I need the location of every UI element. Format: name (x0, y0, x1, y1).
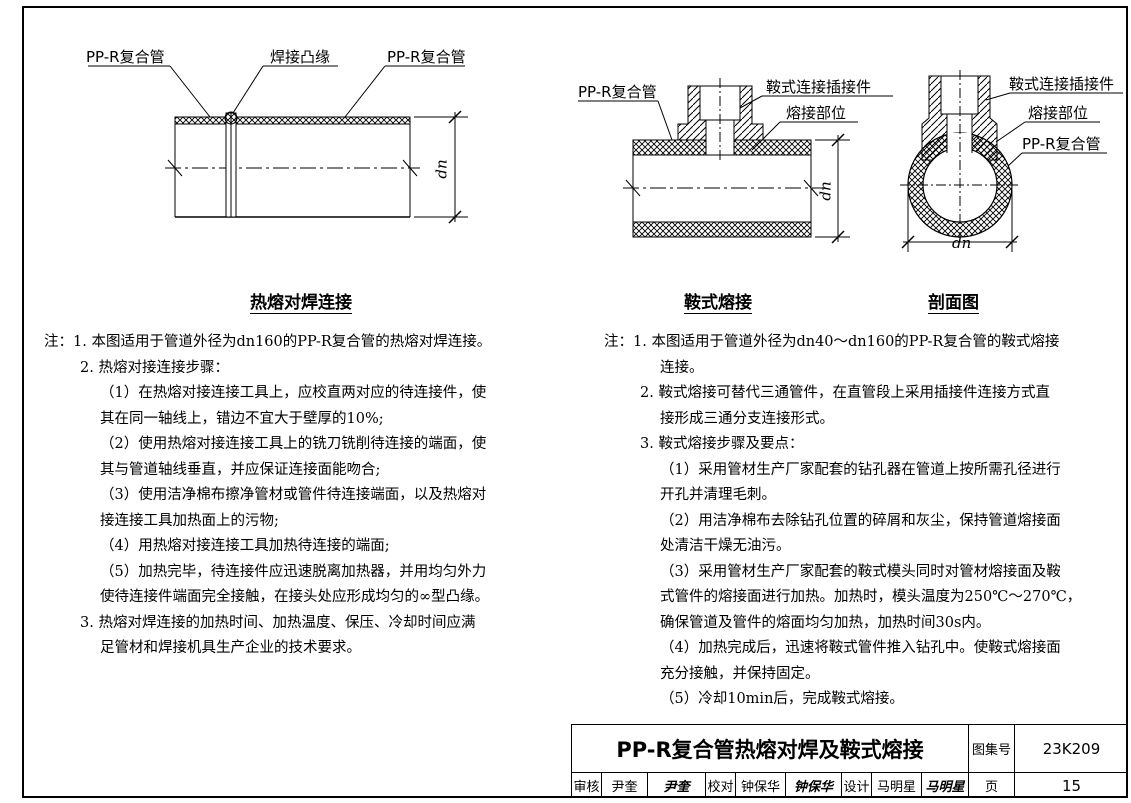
label-pipe-right: PP-R复合管 (387, 48, 466, 66)
caption-butt-fusion: 热熔对焊连接 (250, 293, 352, 313)
note-line: （3）使用洁净棉布擦净管材或管件待连接端面，以及热熔对 (100, 487, 487, 503)
cross-section-drawing (900, 70, 1123, 252)
note-line: 足管材和焊接机具生产企业的技术要求。 (100, 640, 361, 656)
note-line: 3. 鞍式熔接步骤及要点： (640, 436, 804, 452)
review-label: 审核 (571, 772, 601, 798)
note-line: 式管件的熔接面进行加热。加热时，模头温度为250℃～270℃， (660, 589, 1082, 605)
note-line: （4）用热熔对接连接工具加热待连接的端面; (100, 538, 390, 554)
note-line: 2. 热熔对接连接步骤： (80, 359, 229, 376)
butt-fusion-drawing (88, 65, 468, 224)
design-label: 设计 (841, 772, 871, 798)
note-line: 开孔并清理毛刺。 (660, 487, 776, 503)
label-weld-flange: 焊接凸缘 (270, 48, 331, 66)
note-line: （2）使用热熔对接连接工具上的铣刀铣削待连接的端面，使 (100, 436, 487, 452)
note-line: 接形成三通分支连接形式。 (660, 410, 834, 427)
dim-label-dn: dn (432, 159, 451, 179)
check-label: 校对 (705, 772, 735, 798)
label-weld-area: 熔接部位 (786, 104, 847, 122)
note-line: （5）冷却10min后，完成鞍式熔接。 (660, 691, 904, 707)
designer-name: 马明星 (871, 772, 921, 798)
label-pipe-left: PP-R复合管 (86, 48, 165, 66)
checker-name: 钟保华 (735, 772, 785, 798)
note-line: （1）采用管材生产厂家配套的钻孔器在管道上按所需孔径进行 (660, 461, 1061, 478)
note-line: 连接。 (660, 359, 704, 376)
note-line: 3. 热熔对焊连接的加热时间、加热温度、保压、冷却时间应满 (80, 614, 476, 631)
designer-signature: 马明星 (921, 772, 968, 798)
notes-left: 注：1. 本图适用于管道外径为dn160的PP-R复合管的热熔对焊连接。 2. … (44, 330, 559, 662)
drawing-frame (22, 6, 1128, 798)
note-line: 注：1. 本图适用于管道外径为dn160的PP-R复合管的热熔对焊连接。 (44, 334, 492, 350)
break-mark-left (167, 159, 183, 177)
note-line: 其在同一轴线上，错边不宜大于壁厚的10%; (100, 410, 384, 427)
note-line: 充分接触，并保持固定。 (660, 665, 820, 682)
title-block: PP-R复合管热熔对焊及鞍式熔接 图集号 23K209 审核 尹奎 尹奎 校对 … (571, 724, 1128, 798)
label-pipe: PP-R复合管 (578, 83, 657, 101)
note-line: 处清洁干燥无油污。 (660, 538, 791, 554)
note-line: 2. 鞍式熔接可替代三通管件，在直管段上采用插接件连接方式直 (640, 385, 1050, 401)
note-line: （2）用洁净棉布去除钻孔位置的碎屑和灰尘，保持管道熔接面 (660, 512, 1061, 529)
atlas-no: 23K209 (1014, 724, 1128, 772)
label-saddle-fitting: 鞍式连接插接件 (1009, 75, 1115, 93)
label-weld-area: 熔接部位 (1028, 104, 1089, 122)
note-line: 使待连接件端面完全接触，在接头处应形成均匀的∞型凸缘。 (100, 589, 490, 605)
note-line: （5）加热完毕，待连接件应迅速脱离加热器，并用均匀外力 (100, 563, 487, 580)
page-label: 页 (968, 772, 1014, 798)
break-mark-right (402, 159, 418, 177)
drawing-title: PP-R复合管热熔对焊及鞍式熔接 (571, 724, 968, 772)
dim-label-dn: dn (816, 181, 835, 201)
note-line: （1）在热熔对接连接工具上，应校直两对应的待连接件，使 (100, 385, 487, 401)
page-number: 15 (1014, 772, 1128, 798)
note-line: 确保管道及管件的熔面均匀加热，加热时间30s内。 (660, 614, 991, 631)
caption-cross-section: 剖面图 (928, 293, 979, 313)
reviewer-signature: 尹奎 (647, 772, 705, 798)
note-line: 其与管道轴线垂直，并应保证连接面能吻合; (100, 461, 381, 478)
note-line: （3）采用管材生产厂家配套的鞍式模头同时对管材熔接面及鞍 (660, 563, 1061, 580)
note-line: 接连接工具加热面上的污物; (100, 512, 279, 529)
checker-signature: 钟保华 (785, 772, 841, 798)
reviewer-name: 尹奎 (601, 772, 647, 798)
note-line: （4）加热完成后，迅速将鞍式管件推入钻孔中。使鞍式熔接面 (660, 640, 1061, 656)
notes-right: 注：1. 本图适用于管道外径为dn40～dn160的PP-R复合管的鞍式熔接 连… (604, 330, 1122, 713)
label-saddle-fitting: 鞍式连接插接件 (766, 78, 872, 96)
dim-label-dn: dn (952, 234, 972, 252)
label-pipe: PP-R复合管 (1022, 135, 1101, 153)
note-line: 注：1. 本图适用于管道外径为dn40～dn160的PP-R复合管的鞍式熔接 (604, 334, 1060, 350)
caption-saddle-fusion: 鞍式熔接 (684, 293, 752, 313)
atlas-no-label: 图集号 (968, 724, 1014, 772)
pipe-wall-bottom (632, 221, 812, 238)
saddle-fusion-drawing (578, 78, 893, 244)
pipe-wall-top (174, 116, 411, 125)
